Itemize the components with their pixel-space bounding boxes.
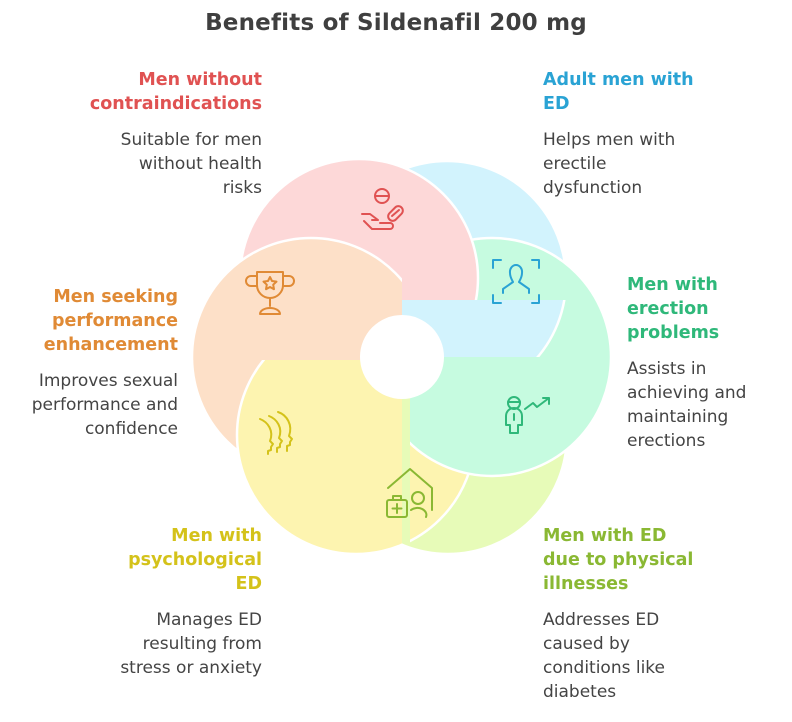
segment-heading: Men with ED due to physical illnesses xyxy=(543,526,694,594)
segment-description: Improves sexual performance and confiden… xyxy=(31,371,178,439)
segment-description: Addresses ED caused by conditions like d… xyxy=(543,610,666,702)
segment-description: Suitable for men without health risks xyxy=(120,130,262,198)
segment-heading: Men without contraindications xyxy=(89,70,262,114)
diagram-title: Benefits of Sildenafil 200 mg xyxy=(205,10,587,36)
segment-performance-enhancement: Men seeking performance enhancement Impr… xyxy=(0,285,178,441)
head-profiles-icon xyxy=(259,411,293,455)
segment-adult-men-ed: Adult men with ED Helps men with erectil… xyxy=(543,68,783,200)
segment-heading: Men with erection problems xyxy=(627,275,720,343)
user-focus-frame-icon xyxy=(492,259,540,304)
segment-heading: Men seeking performance enhancement xyxy=(43,287,178,355)
segment-psychological-ed: Men with psychological ED Manages ED res… xyxy=(22,524,262,680)
segment-description: Helps men with erectile dysfunction xyxy=(543,130,676,198)
segment-heading: Men with psychological ED xyxy=(128,526,262,594)
segment-physical-illnesses: Men with ED due to physical illnesses Ad… xyxy=(543,524,783,704)
home-medical-care-icon xyxy=(386,468,433,518)
segment-no-contraindications: Men without contraindications Suitable f… xyxy=(22,68,262,200)
segment-erection-problems: Men with erection problems Assists in ac… xyxy=(627,273,792,453)
segment-description: Assists in achieving and maintaining ere… xyxy=(627,359,747,451)
segment-description: Manages ED resulting from stress or anxi… xyxy=(120,610,262,678)
trophy-star-icon xyxy=(245,271,295,315)
segment-heading: Adult men with ED xyxy=(543,70,694,114)
person-growth-arrow-icon xyxy=(505,396,550,434)
hand-with-pills-icon xyxy=(361,188,404,230)
